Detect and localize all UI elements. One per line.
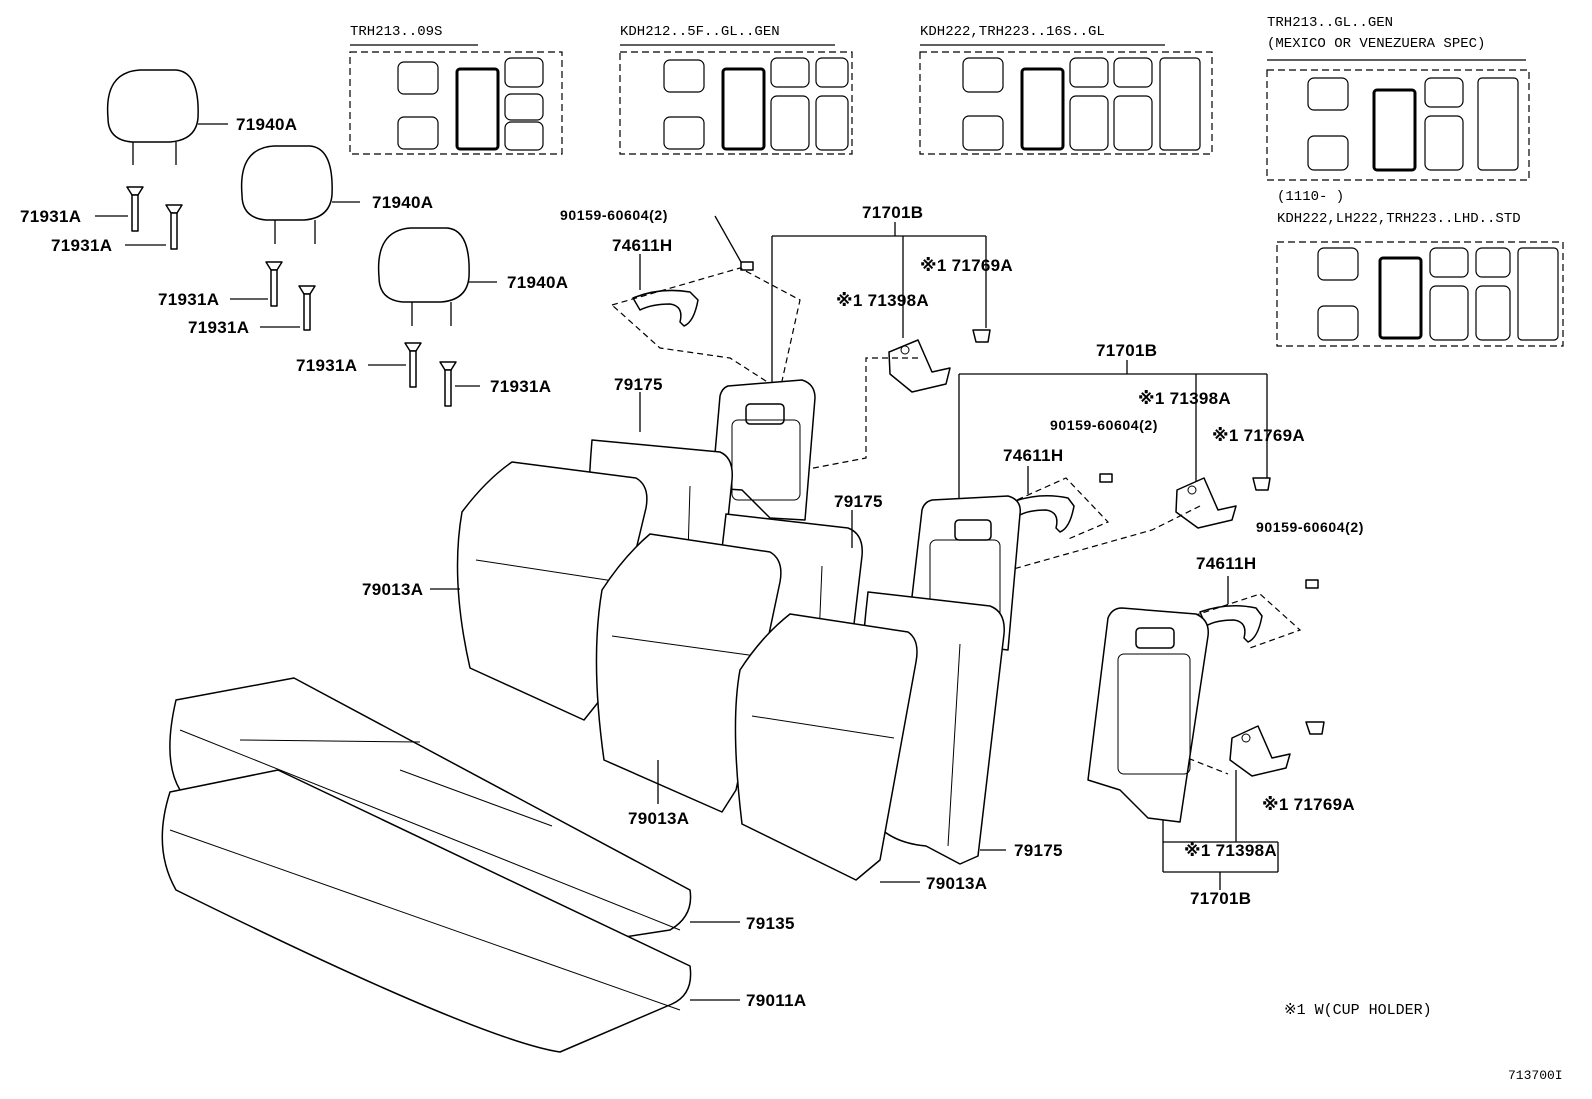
- variant-box-3: [920, 45, 1212, 154]
- variant-box-1: [350, 45, 562, 154]
- label-support-4: 71931A: [188, 318, 250, 337]
- leader-lines-seats: [430, 392, 1006, 1000]
- seat-back-front-right: [735, 614, 917, 880]
- label-support-1: 71931A: [20, 207, 82, 226]
- label-cap-2: ※1 71769A: [1212, 426, 1305, 445]
- headrest-1: [108, 70, 199, 165]
- label-bolt-1: 90159-60604(2): [560, 207, 669, 223]
- variant-label-1: TRH213..09S: [350, 24, 443, 40]
- variant-label-5-line1: (1110- ): [1277, 189, 1345, 205]
- seat-back-front-mid: [596, 534, 780, 812]
- label-cushion-cover: 79135: [746, 914, 795, 933]
- label-hinge-3: ※1 71398A: [1184, 841, 1277, 860]
- label-support-3: 71931A: [158, 290, 220, 309]
- label-headrest-3: 71940A: [507, 273, 569, 292]
- label-back-cover-3: 79013A: [926, 874, 988, 893]
- label-bolt-2: 90159-60604(2): [1050, 417, 1159, 433]
- label-armrest-assy-2: 71701B: [1096, 341, 1158, 360]
- variant-label-2: KDH212..5F..GL..GEN: [620, 24, 780, 40]
- diagram-code: 713700I: [1508, 1068, 1563, 1083]
- label-back-cover-2: 79013A: [628, 809, 690, 828]
- label-headrest-1: 71940A: [236, 115, 298, 134]
- variant-box-2: [620, 45, 852, 154]
- footnote-cup-holder: ※1 W(CUP HOLDER): [1284, 1002, 1432, 1019]
- label-bolt-3: 90159-60604(2): [1256, 519, 1365, 535]
- label-back-board-3: 79175: [1014, 841, 1063, 860]
- label-back-board-1: 79175: [614, 375, 663, 394]
- variant-box-4: [1267, 60, 1529, 180]
- label-back-board-2: 79175: [834, 492, 883, 511]
- label-cover-3: 74611H: [1196, 554, 1257, 573]
- label-cap-1: ※1 71769A: [920, 256, 1013, 275]
- label-cover-1: 74611H: [612, 236, 673, 255]
- label-cover-2: 74611H: [1003, 446, 1064, 465]
- headrest-3: [379, 228, 470, 326]
- label-support-6: 71931A: [490, 377, 552, 396]
- back-board-upper: [712, 380, 815, 520]
- label-support-2: 71931A: [51, 236, 113, 255]
- variant-label-4-line2: (MEXICO OR VENEZUERA SPEC): [1267, 36, 1486, 52]
- label-support-5: 71931A: [296, 356, 358, 375]
- back-board-lower: [1088, 608, 1208, 822]
- support-pins: [127, 187, 456, 406]
- label-back-cover-1: 79013A: [362, 580, 424, 599]
- variant-label-4-line1: TRH213..GL..GEN: [1267, 15, 1394, 31]
- cushion-pad: [162, 770, 690, 1052]
- label-hinge-2: ※1 71398A: [1138, 389, 1231, 408]
- label-hinge-1: ※1 71398A: [836, 291, 929, 310]
- label-armrest-assy-1: 71701B: [862, 203, 924, 222]
- label-armrest-assy-3: 71701B: [1190, 889, 1252, 908]
- label-cushion-pad: 79011A: [746, 991, 807, 1010]
- label-headrest-2: 71940A: [372, 193, 434, 212]
- variant-label-3: KDH222,TRH223..16S..GL: [920, 24, 1105, 40]
- leader-lines-headrests: [95, 124, 497, 386]
- variant-label-5-line2: KDH222,LH222,TRH223..LHD..STD: [1277, 211, 1521, 227]
- armrest-middle: [959, 360, 1270, 584]
- label-cap-3: ※1 71769A: [1262, 795, 1355, 814]
- headrest-2: [242, 146, 333, 244]
- variant-box-5: [1277, 242, 1563, 346]
